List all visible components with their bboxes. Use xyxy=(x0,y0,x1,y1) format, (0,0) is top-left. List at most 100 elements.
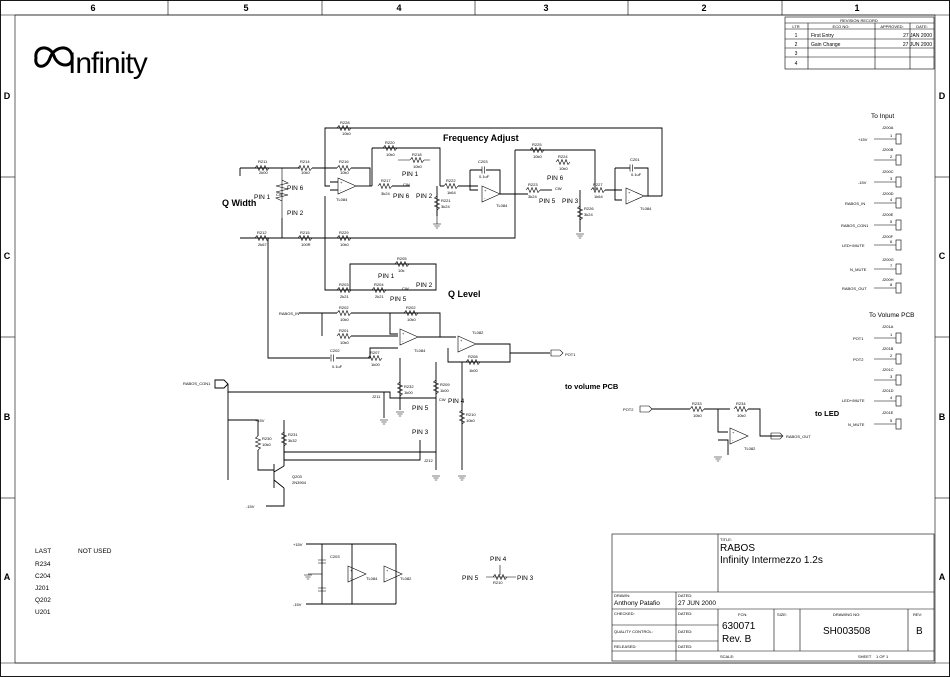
r207-value: 1k00 xyxy=(371,362,380,367)
last-not-used-table: LAST NOT USED R234 C204 J201 Q202 U201 xyxy=(35,548,112,616)
j200b-ref: J200B xyxy=(882,147,894,152)
j200h-ref: J200H xyxy=(882,277,894,282)
vol-pin5: PIN 5 xyxy=(412,405,429,412)
r217-ref: R217 xyxy=(381,178,391,183)
r203-value: 2k21 xyxy=(340,294,349,299)
rev-row-4-ltr: 4 xyxy=(795,61,798,67)
qlevel-pin2: PIN 2 xyxy=(416,282,433,289)
rabos-in-label: RABOS_IN xyxy=(279,311,299,316)
rev-header-date: DATE: xyxy=(916,24,927,29)
r210-value: 10k0 xyxy=(466,418,475,423)
dated-label-3: DATED: xyxy=(678,629,692,634)
spare-pin4: PIN 4 xyxy=(490,556,507,563)
j200h: J200H RABOS_OUT 8 xyxy=(842,277,902,294)
spare-pot: PIN 4 PIN 5 PIN 3 R210 xyxy=(462,556,534,585)
dated-label-2: DATED: xyxy=(678,611,692,616)
pot1-net-label: POT1 xyxy=(565,352,576,357)
qlevel-cw: CW xyxy=(402,286,409,291)
revision-record: REVISION RECORD LTR ECO NO: APPROVED: DA… xyxy=(784,16,935,70)
part-number: 630071 xyxy=(722,621,756,632)
r211-value: 2k00 xyxy=(259,170,268,175)
r202-value: 10k0 xyxy=(340,317,349,322)
r202-ref: R202 xyxy=(339,305,349,310)
r232-ref: R232 xyxy=(404,384,414,389)
j201a: J201A POT1 1 xyxy=(853,324,902,344)
r220-ref: R220 xyxy=(385,140,395,145)
j200c: J200C -15V 3 xyxy=(858,169,902,188)
r226-value: 3k24 xyxy=(584,212,593,217)
j200c-ref: J200C xyxy=(882,169,894,174)
opamp6-label: TL082 xyxy=(744,446,756,451)
r218-value: 10k0 xyxy=(413,164,422,169)
j211-label: J211 xyxy=(372,394,381,399)
r233-value: 10k0 xyxy=(693,413,702,418)
zone-col-4: 4 xyxy=(396,3,401,13)
zone-row-d-right: D xyxy=(939,91,946,101)
volume-connectors: To Volume PCB J201A POT1 1 J201B POT2 2 … xyxy=(842,312,915,430)
rev-row-2-date: 27 JUN 2000 xyxy=(903,42,932,48)
j200g-ref: J200G xyxy=(882,257,894,262)
spare-pin5: PIN 5 xyxy=(462,575,479,582)
plus15-label-2: +15V xyxy=(293,542,303,547)
r231-ref: R231 xyxy=(288,432,298,437)
zone-row-c-right: C xyxy=(939,251,946,261)
opamp3-label: TL084 xyxy=(640,206,652,211)
r203-ref: R203 xyxy=(339,282,349,287)
r230-ref: R230 xyxy=(262,436,272,441)
r202b-ref: R202 xyxy=(406,305,416,310)
j200b-pin: 2 xyxy=(890,154,893,159)
drawing-number: SH003508 xyxy=(823,626,871,637)
j200c-net: -15V xyxy=(858,180,867,185)
input-connectors: To Input J200A +15V 1 J200B 2 J200C -15V… xyxy=(841,113,902,294)
scale-label: SCALE: xyxy=(720,654,734,659)
j201e-pin: 5 xyxy=(890,418,893,423)
j200h-net: RABOS_OUT xyxy=(842,286,867,291)
frequency-adjust-stage: Frequency Adjust R228 10k0 R211 2k00 R21… xyxy=(222,120,663,247)
drawn-label: DRAWN: xyxy=(614,593,630,598)
j201d: J201D LED+/MUTE 4 xyxy=(842,388,902,407)
spare-pin3: PIN 3 xyxy=(517,575,534,582)
c201-value: 0.1uF xyxy=(631,172,642,177)
last-item-j201: J201 xyxy=(35,585,49,592)
j201a-ref: J201A xyxy=(882,324,894,329)
checked-label: CHECKED: xyxy=(614,611,635,616)
r224-ref: R224 xyxy=(558,154,568,159)
quality-control-label: QUALITY CONTROL: xyxy=(614,629,653,634)
r230-value: 10k0 xyxy=(262,442,271,447)
r223-value: 3k24 xyxy=(528,194,537,199)
j201c-ref: J201C xyxy=(882,367,894,372)
r216-ref: R216 xyxy=(339,159,349,164)
to-led-label: to LED xyxy=(815,409,840,418)
j201b-ref: J201B xyxy=(882,346,894,351)
zone-rows: D C B A D C B A xyxy=(0,91,950,582)
rev-header-approved: APPROVED: xyxy=(880,24,903,29)
vol-pin4: PIN 4 xyxy=(448,398,465,405)
r233-ref: R233 xyxy=(692,401,702,406)
rev-text: Rev. B xyxy=(722,634,752,645)
j201b-pin: 2 xyxy=(890,353,893,358)
j201e-net: N_MUTE xyxy=(848,422,865,427)
title-line-1: RABOS xyxy=(720,543,755,554)
infinity-logo: Infinity xyxy=(34,46,149,80)
q-level-stage: Q Level R205 10k R203 2k21 R204 2k21 PIN… xyxy=(183,196,619,440)
r209-value: 1k00 xyxy=(440,388,449,393)
zone-col-1: 1 xyxy=(854,3,859,13)
qwidth-pin6: PIN 6 xyxy=(287,185,304,192)
r228-ref: R228 xyxy=(340,120,350,125)
j201e-ref: J201E xyxy=(882,410,894,415)
j201b: J201B POT2 2 xyxy=(853,346,902,365)
freq-cw1: CW xyxy=(403,182,410,187)
j200f-ref: J200F xyxy=(882,234,894,239)
j200a: J200A +15V 1 xyxy=(858,125,902,145)
r225-ref: R225 xyxy=(532,142,542,147)
j200a-ref: J200A xyxy=(882,125,894,130)
r228-value: 10k0 xyxy=(342,131,351,136)
qlevel-pin5: PIN 5 xyxy=(390,296,407,303)
brand-name: Infinity xyxy=(68,47,148,80)
j200a-pin: 1 xyxy=(890,133,893,138)
j200c-pin: 3 xyxy=(890,176,893,181)
r220-value: 10k0 xyxy=(386,152,395,157)
j200e-net: RABOS_CON1 xyxy=(841,223,869,228)
rev-header-eco: ECO NO: xyxy=(833,24,850,29)
r226-ref: R226 xyxy=(584,206,594,211)
